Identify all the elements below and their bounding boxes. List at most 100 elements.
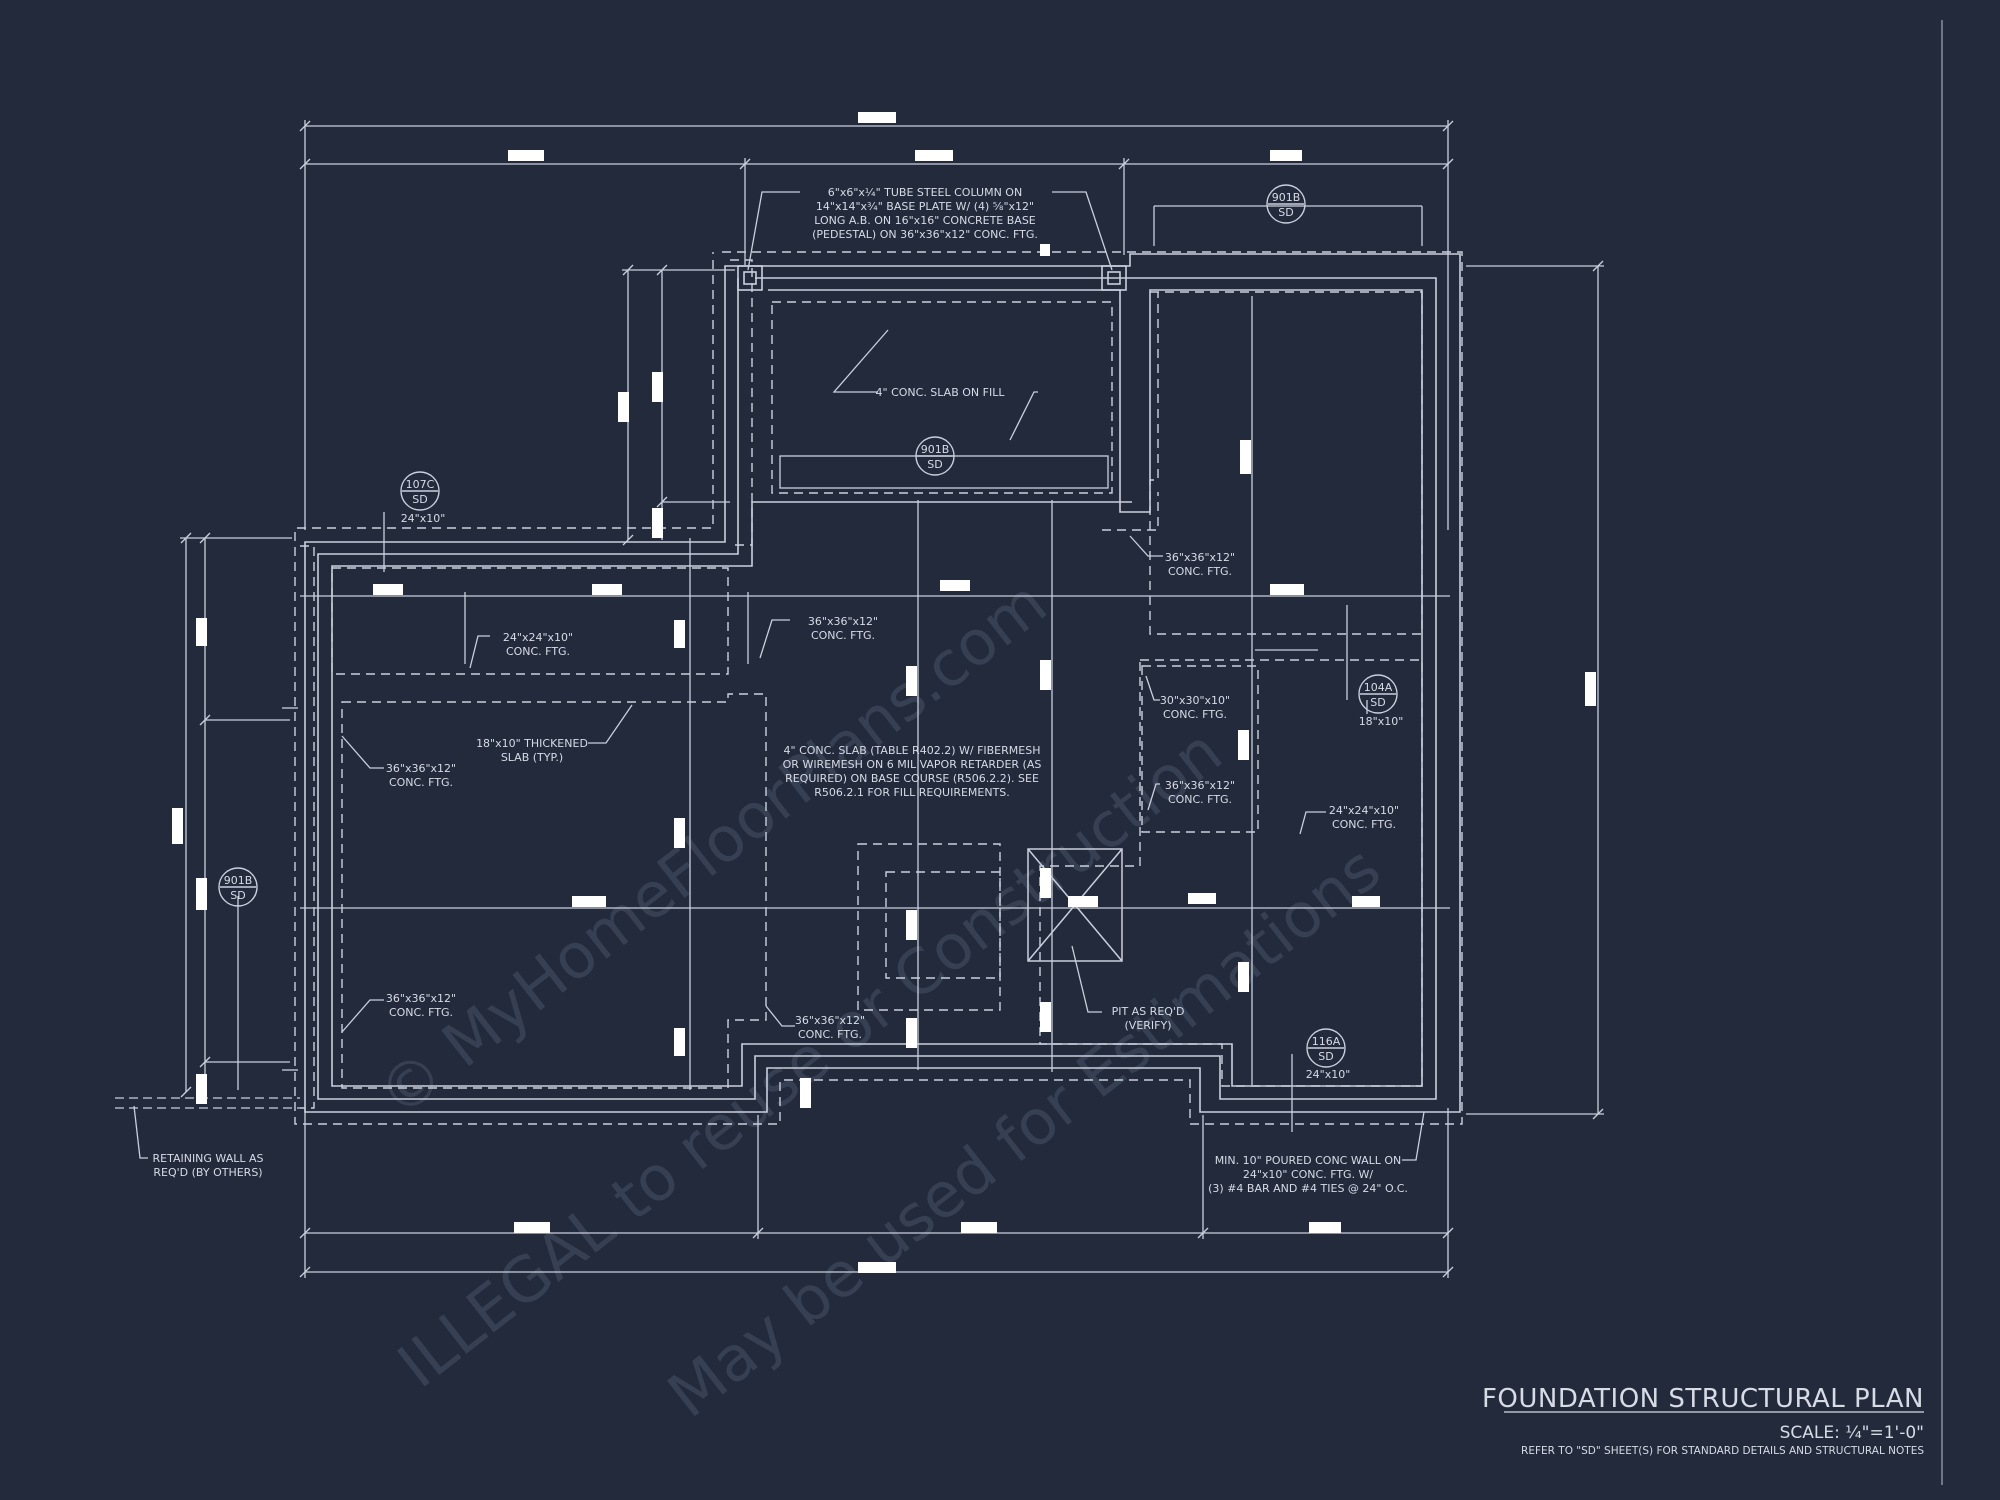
note-ftg-36x36-left-low: 36"x36"x12" CONC. FTG.	[386, 992, 456, 1019]
footing-left-upper	[331, 567, 729, 675]
footing-center-pedestal	[857, 843, 1001, 1011]
sheet-refer-note: REFER TO "SD" SHEET(S) FOR STANDARD DETA…	[1521, 1445, 1924, 1457]
svg-text:24"x24"x10": 24"x24"x10"	[1329, 804, 1399, 817]
footing-left-lower	[341, 693, 767, 1089]
note-ftg-36x36-left-mid: 36"x36"x12" CONC. FTG.	[386, 762, 456, 789]
note-thickened-slab: 18"x10" THICKENED SLAB (TYP.)	[476, 737, 588, 764]
note-slab-on-fill: 4" CONC. SLAB ON FILL	[876, 386, 1006, 399]
footing-right-room	[1149, 291, 1423, 635]
svg-text:6"x6"x¼" TUBE STEEL COLUMN ON: 6"x6"x¼" TUBE STEEL COLUMN ON	[828, 186, 1022, 199]
detail-tag-901b-top-num: 901B	[1272, 191, 1301, 204]
detail-tag-116a-num: 116A	[1312, 1035, 1341, 1048]
svg-text:MIN. 10" POURED CONC WALL ON: MIN. 10" POURED CONC WALL ON	[1215, 1154, 1402, 1167]
foundation-wall-outer	[304, 253, 1461, 1113]
detail-tag-901b-left-num: 901B	[224, 874, 253, 887]
note-ftg-24x24-a: 24"x24"x10" CONC. FTG.	[503, 631, 573, 658]
foundation-wall-inner	[317, 277, 1437, 1100]
svg-text:OR WIREMESH ON 6 MIL VAPOR RET: OR WIREMESH ON 6 MIL VAPOR RETARDER (AS	[783, 758, 1042, 771]
detail-tag-107c-size: 24"x10"	[401, 512, 446, 525]
svg-text:24"x10" CONC. FTG. W/: 24"x10" CONC. FTG. W/	[1243, 1168, 1374, 1181]
svg-text:(3) #4 BAR AND #4 TIES @ 24" O: (3) #4 BAR AND #4 TIES @ 24" O.C.	[1208, 1182, 1408, 1195]
detail-tag-901b-slab-sheet: SD	[927, 458, 942, 471]
note-main-slab: 4" CONC. SLAB (TABLE R402.2) W/ FIBERMES…	[783, 744, 1042, 799]
detail-tag-104a	[1358, 674, 1398, 714]
svg-text:LONG A.B. ON 16"x16" CONCRETE: LONG A.B. ON 16"x16" CONCRETE BASE	[814, 214, 1036, 227]
note-retaining-wall: RETAINING WALL AS REQ'D (BY OTHERS)	[152, 1152, 263, 1179]
svg-text:CONC. FTG.: CONC. FTG.	[1332, 818, 1396, 831]
svg-text:SLAB (TYP.): SLAB (TYP.)	[501, 751, 563, 764]
svg-text:36"x36"x12": 36"x36"x12"	[795, 1014, 865, 1027]
foundation-wall-inner-2	[331, 289, 1423, 1087]
svg-text:14"x14"x¾" BASE PLATE W/ (4) ⅝: 14"x14"x¾" BASE PLATE W/ (4) ⅝"x12"	[816, 200, 1034, 213]
svg-text:CONC. FTG.: CONC. FTG.	[1163, 708, 1227, 721]
detail-tag-901b-left-sheet: SD	[230, 889, 245, 902]
svg-text:CONC. FTG.: CONC. FTG.	[1168, 793, 1232, 806]
svg-text:CONC. FTG.: CONC. FTG.	[798, 1028, 862, 1041]
dimension-value-blanks	[172, 112, 1596, 1273]
footing-upper-stem	[730, 259, 753, 546]
foundation-walls	[304, 253, 1461, 1113]
footing-right-mid	[1039, 659, 1423, 1087]
svg-text:18"x10" THICKENED: 18"x10" THICKENED	[476, 737, 588, 750]
svg-text:PIT AS REQ'D: PIT AS REQ'D	[1112, 1005, 1185, 1018]
title-block: FOUNDATION STRUCTURAL PLAN SCALE: ¼"=1'-…	[1482, 1384, 1924, 1457]
detail-tag-107c-num: 107C	[406, 478, 435, 491]
plan-notes: 6"x6"x¼" TUBE STEEL COLUMN ON 14"x14"x¾"…	[152, 186, 1407, 1195]
detail-tag-104a-num: 104A	[1364, 681, 1393, 694]
detail-tag-104a-size: 18"x10"	[1359, 715, 1404, 728]
detail-tag-116a-sheet: SD	[1318, 1050, 1333, 1063]
sheet-scale: SCALE: ¼"=1'-0"	[1780, 1423, 1924, 1443]
note-ftg-36x36-right-top: 36"x36"x12" CONC. FTG.	[1165, 551, 1235, 578]
svg-text:4" CONC. SLAB (TABLE R402.2) W: 4" CONC. SLAB (TABLE R402.2) W/ FIBERMES…	[784, 744, 1041, 757]
svg-text:CONC. FTG.: CONC. FTG.	[506, 645, 570, 658]
steel-column-right	[1101, 265, 1127, 291]
svg-text:36"x36"x12": 36"x36"x12"	[1165, 551, 1235, 564]
svg-text:36"x36"x12": 36"x36"x12"	[386, 762, 456, 775]
detail-tags	[218, 184, 1398, 1068]
dimension-lines	[115, 120, 1604, 1278]
svg-text:CONC. FTG.: CONC. FTG.	[389, 1006, 453, 1019]
svg-text:36"x36"x12": 36"x36"x12"	[808, 615, 878, 628]
svg-text:(PEDESTAL) ON 36"x36"x12" CONC: (PEDESTAL) ON 36"x36"x12" CONC. FTG.	[812, 228, 1038, 241]
detail-tag-901b-left	[218, 867, 258, 907]
detail-tag-107c-sheet: SD	[412, 493, 427, 506]
note-poured-wall: MIN. 10" POURED CONC WALL ON 24"x10" CON…	[1208, 1154, 1408, 1195]
svg-text:CONC. FTG.: CONC. FTG.	[1168, 565, 1232, 578]
detail-tag-116a	[1306, 1028, 1346, 1068]
svg-text:36"x36"x12": 36"x36"x12"	[386, 992, 456, 1005]
leader-lines	[133, 191, 1425, 1161]
svg-text:30"x30"x10": 30"x30"x10"	[1160, 694, 1230, 707]
svg-text:CONC. FTG.: CONC. FTG.	[811, 629, 875, 642]
footing-center-small	[885, 871, 1001, 979]
detail-tag-901b-top	[1266, 184, 1306, 224]
note-ftg-36x36-right-mid: 36"x36"x12" CONC. FTG.	[1165, 779, 1235, 806]
detail-tag-text: 901B SD 901B SD 107C SD 24"x10" 104A SD …	[224, 191, 1404, 1081]
detail-tag-901b-top-sheet: SD	[1278, 206, 1293, 219]
sheet-title: FOUNDATION STRUCTURAL PLAN	[1482, 1384, 1924, 1414]
footings-dashed	[294, 251, 1463, 1125]
note-steel-column: 6"x6"x¼" TUBE STEEL COLUMN ON 14"x14"x¾"…	[812, 186, 1038, 241]
footing-left-wall	[300, 545, 315, 1109]
note-ftg-36x36-bottom: 36"x36"x12" CONC. FTG.	[795, 1014, 865, 1041]
footing-outline-outer	[294, 251, 1463, 1125]
footing-slab-fill	[771, 301, 1113, 494]
svg-text:REQ'D (BY OTHERS): REQ'D (BY OTHERS)	[153, 1166, 262, 1179]
detail-tag-104a-sheet: SD	[1370, 696, 1385, 709]
steel-column-left	[737, 265, 763, 291]
detail-tag-107c	[400, 471, 440, 511]
svg-text:36"x36"x12": 36"x36"x12"	[1165, 779, 1235, 792]
detail-tag-901b-slab-num: 901B	[921, 443, 950, 456]
detail-tag-901b-slab	[915, 436, 955, 476]
svg-text:CONC. FTG.: CONC. FTG.	[389, 776, 453, 789]
svg-text:(VERIFY): (VERIFY)	[1125, 1019, 1172, 1032]
footing-30x30	[1141, 665, 1259, 833]
note-ftg-30x30: 30"x30"x10" CONC. FTG.	[1160, 694, 1230, 721]
svg-text:RETAINING WALL AS: RETAINING WALL AS	[152, 1152, 263, 1165]
svg-text:24"x24"x10": 24"x24"x10"	[503, 631, 573, 644]
detail-tag-116a-size: 24"x10"	[1306, 1068, 1351, 1081]
steel-columns	[737, 265, 1127, 291]
note-ftg-36x36-center: 36"x36"x12" CONC. FTG.	[808, 615, 878, 642]
svg-text:REQUIRED) ON BASE COURSE (R506: REQUIRED) ON BASE COURSE (R506.2.2). SEE	[785, 772, 1039, 785]
